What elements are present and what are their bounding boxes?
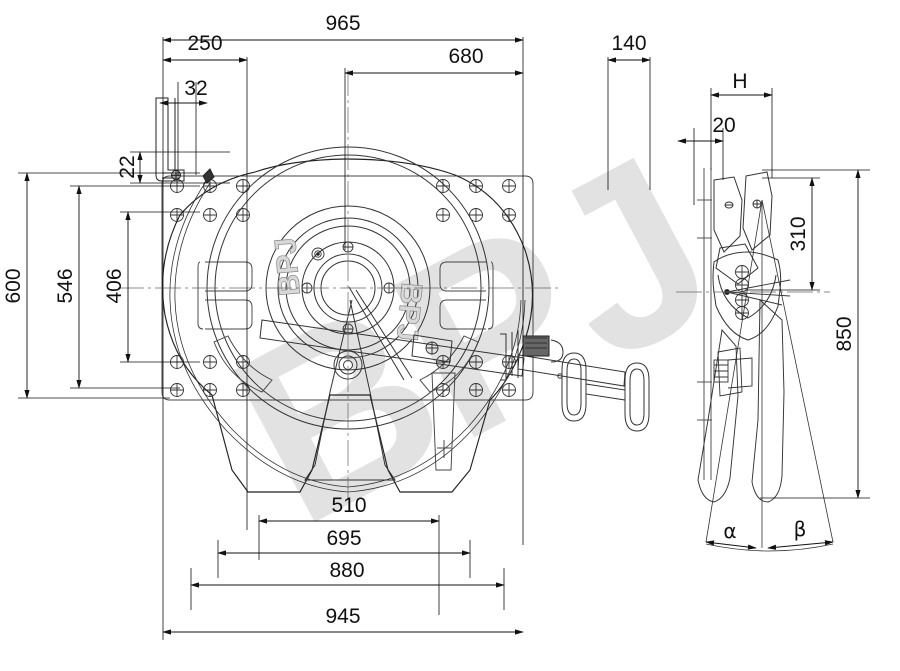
dim-140-label: 140 xyxy=(611,32,646,55)
swing-arms xyxy=(697,298,785,503)
coupler-throat xyxy=(304,299,396,481)
dim-546-label: 546 xyxy=(54,268,77,303)
safety-cable xyxy=(169,179,526,493)
handle-ring-2 xyxy=(624,362,650,432)
dim-alpha-label: α xyxy=(723,519,736,543)
arc-slots xyxy=(197,261,494,393)
brand-emboss-left-text: BPJ xyxy=(269,236,307,297)
dim-32-label: 32 xyxy=(184,77,207,100)
dim-680-label: 680 xyxy=(448,45,483,68)
top-view: BPJ BPJ xyxy=(118,70,650,500)
side-mount-plate xyxy=(697,168,712,480)
dim-406-label: 406 xyxy=(103,268,126,303)
center-lines xyxy=(118,70,560,500)
release-handle xyxy=(500,330,650,432)
lock-mechanism xyxy=(259,286,525,381)
side-view xyxy=(676,168,834,552)
handle-ring-1 xyxy=(561,352,587,422)
dim-310-label: 310 xyxy=(787,216,810,251)
brand-emboss-right: BPJ xyxy=(390,281,429,343)
coupler-body-outline xyxy=(161,158,534,493)
side-ramp-jaws xyxy=(713,171,773,285)
dimension-lines-side: H 20 310 850 α β xyxy=(677,70,870,550)
brand-emboss-left: BPJ xyxy=(269,236,308,298)
brand-emboss-right-text: BPJ xyxy=(390,281,428,342)
dim-250-label: 250 xyxy=(187,32,222,55)
upper-left-bracket xyxy=(155,97,215,184)
dim-600-label: 600 xyxy=(2,268,25,303)
dim-20-label: 20 xyxy=(712,114,735,137)
dim-945-label: 945 xyxy=(325,605,360,628)
dim-850-label: 850 xyxy=(833,316,856,351)
dim-965-label: 965 xyxy=(325,12,360,35)
grease-nipple-icon xyxy=(311,247,325,261)
dim-695-label: 695 xyxy=(326,527,361,550)
dimension-lines-top: 965 250 680 140 32 22 600 xyxy=(2,12,651,640)
dim-22-label: 22 xyxy=(116,155,139,178)
dim-510-label: 510 xyxy=(331,494,366,517)
dim-beta-label: β xyxy=(794,517,807,541)
dim-H-label: H xyxy=(732,70,747,93)
angle-envelope xyxy=(705,199,834,552)
pivot-bolts xyxy=(724,265,791,320)
dim-880-label: 880 xyxy=(329,559,364,582)
side-body xyxy=(712,251,782,341)
